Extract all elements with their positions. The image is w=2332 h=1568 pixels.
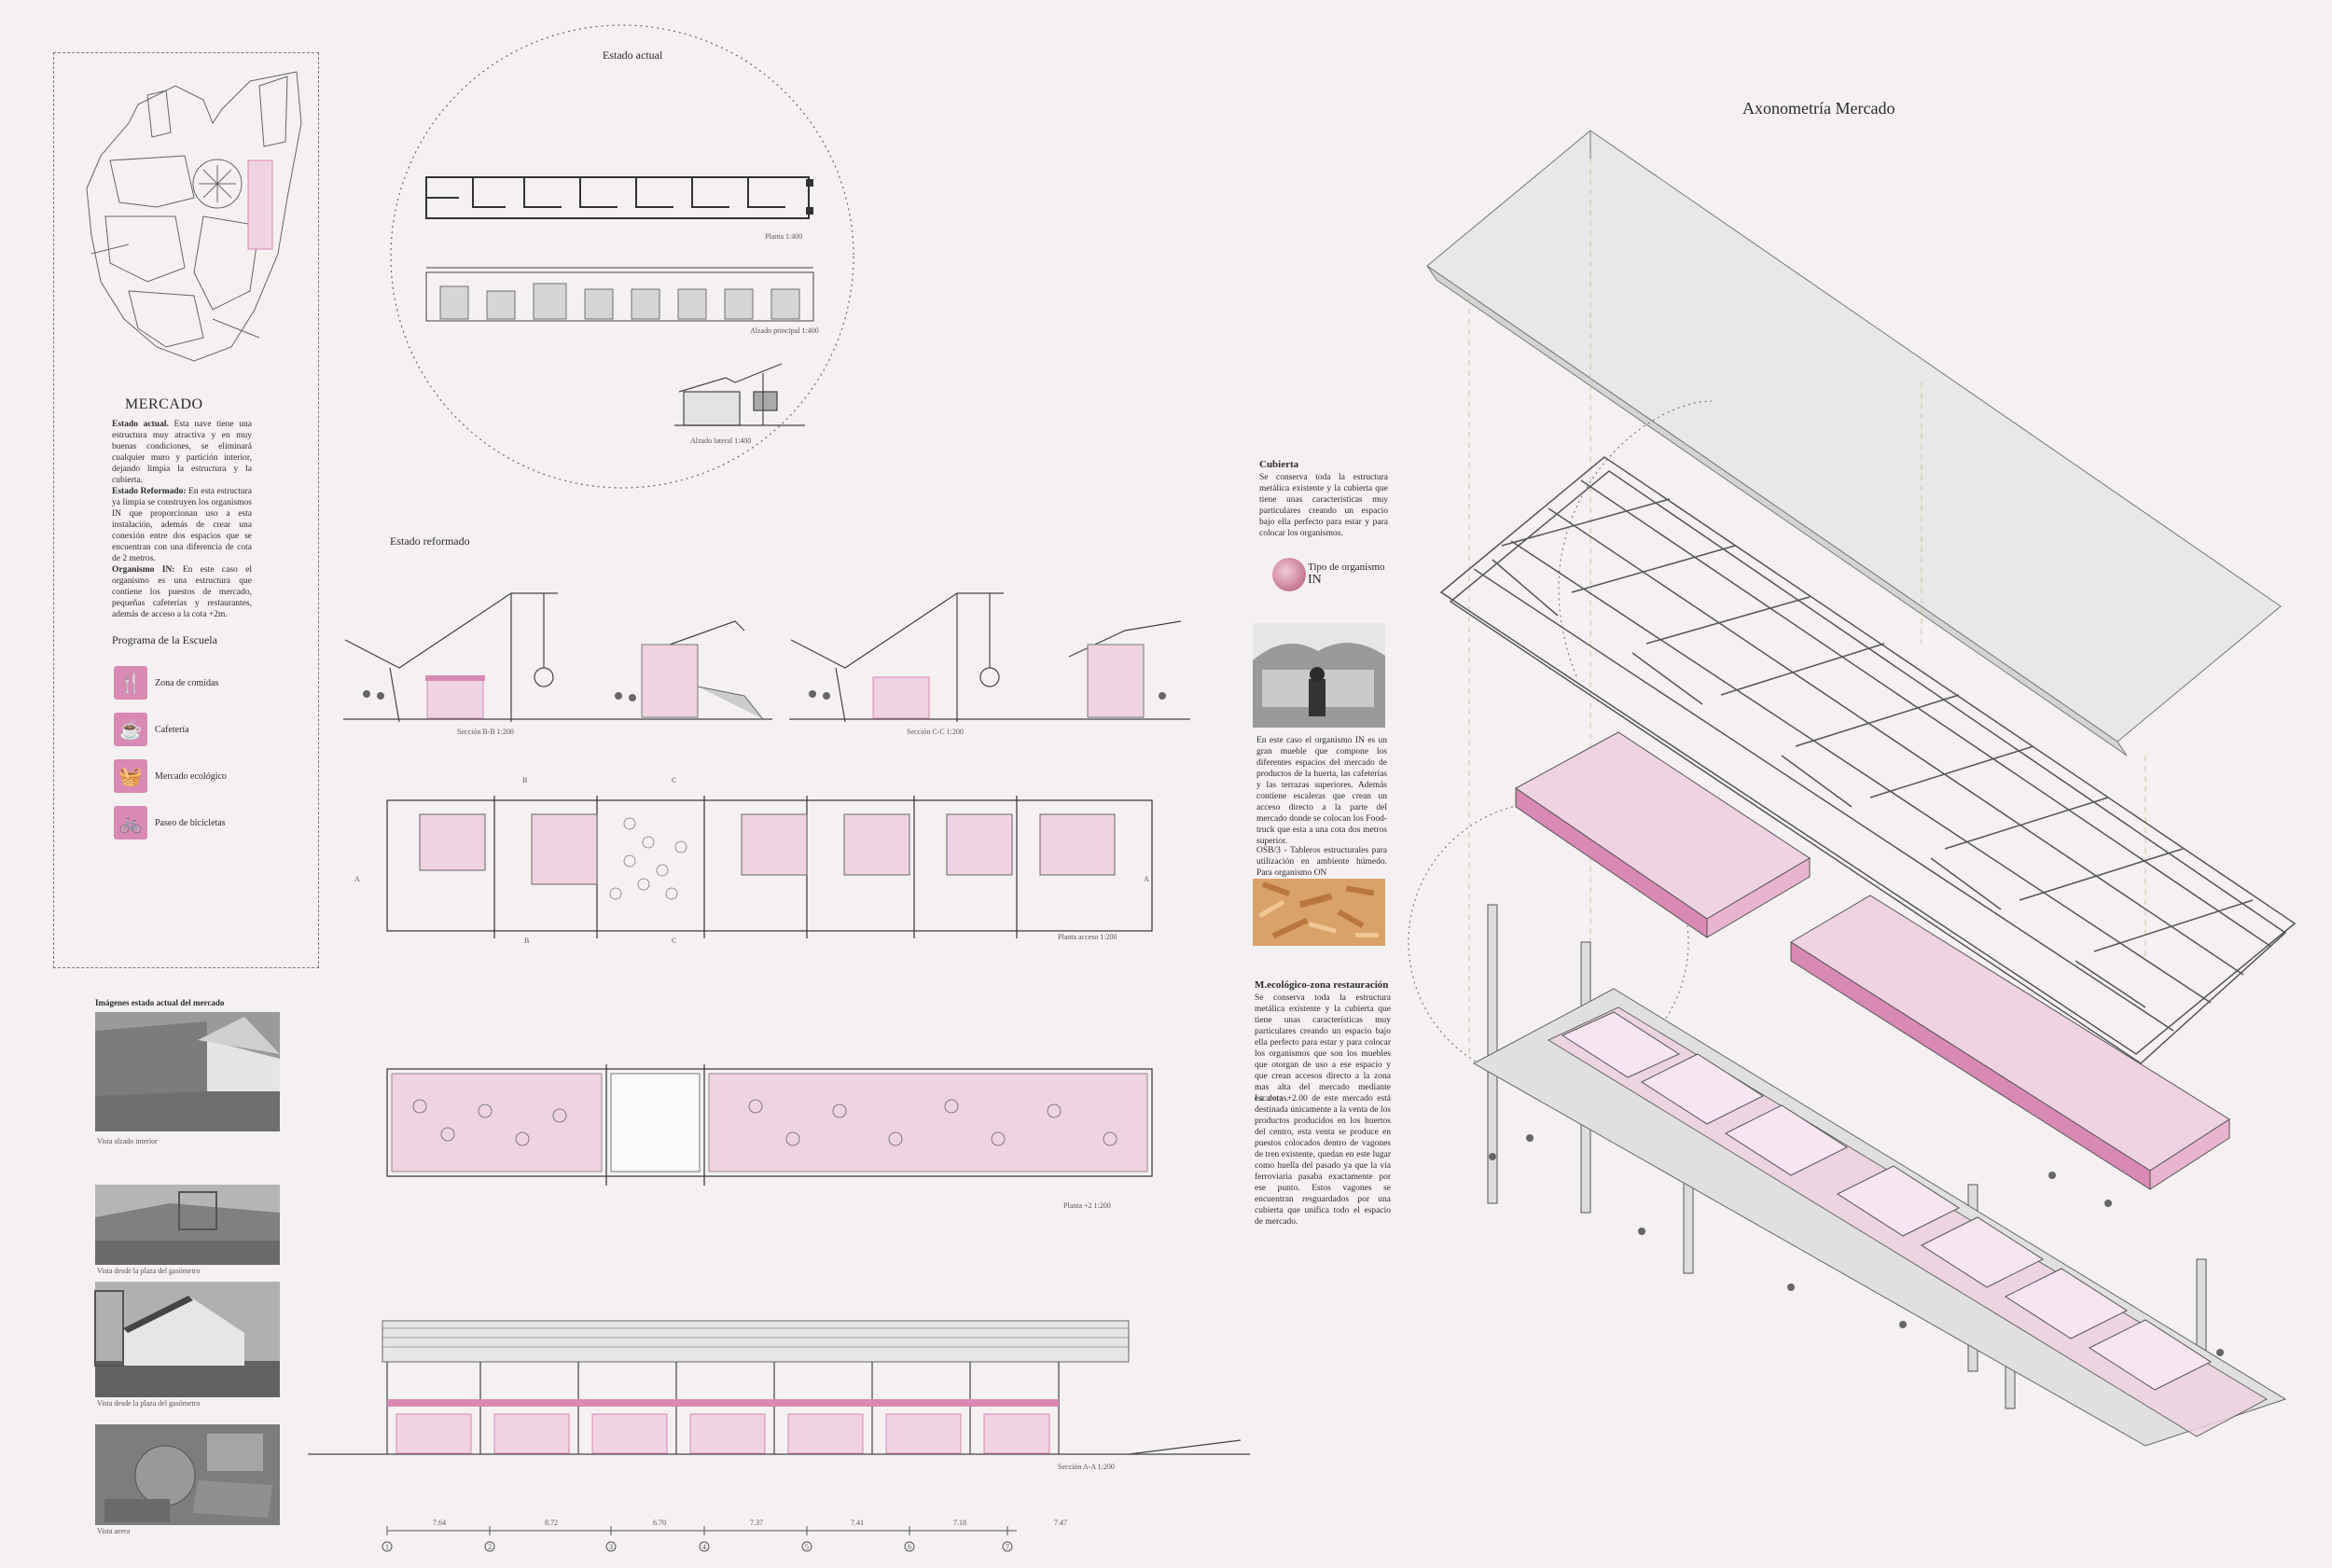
- upper-organism-right: [1790, 895, 2230, 1190]
- axis-label: 7: [1006, 1543, 1009, 1551]
- estado-actual-title: Estado actual: [603, 49, 663, 62]
- photo-interior: [95, 1012, 280, 1131]
- upper-organism-left: [1515, 731, 1811, 938]
- site-plan-map: [86, 71, 302, 362]
- estado-reformado-text: En esta estructura ya limpia se construy…: [112, 487, 252, 563]
- planta-2-drawing: [386, 1064, 1153, 1186]
- photo-caption: Vista alzado interior: [97, 1137, 158, 1145]
- dim-value: 6.70: [653, 1519, 666, 1527]
- cubierta-title: Cubierta: [1259, 459, 1299, 470]
- photo-caption: Vista desde la plaza del gasómetro: [97, 1399, 201, 1408]
- seccion-aa-caption: Sección A-A 1:200: [1058, 1463, 1115, 1471]
- photo-plaza-1: [95, 1185, 280, 1265]
- programa-list: 🍴 Zona de comidas ☕ Cafetería 🧺 Mercado …: [114, 659, 300, 846]
- programa-label: Cafetería: [155, 724, 189, 735]
- programa-item-paseo-bicicletas: 🚲 Paseo de bicicletas: [114, 799, 300, 846]
- estado-reformado-title: Estado reformado: [390, 534, 470, 548]
- alzado-lateral: [674, 363, 805, 426]
- axis-label: 1: [385, 1543, 389, 1551]
- dim-value: 7.41: [851, 1519, 864, 1527]
- estado-actual-label: Estado actual.: [112, 420, 169, 429]
- photo-aerial: [95, 1424, 280, 1525]
- photo-caption: Vista desde la plaza del gasómetro: [97, 1267, 201, 1275]
- programa-item-cafeteria: ☕ Cafetería: [114, 706, 300, 753]
- coffee-cup-icon: ☕: [114, 713, 147, 746]
- axonometria-title: Axonometría Mercado: [1742, 99, 1895, 118]
- cut-label-a-right: A: [1144, 875, 1149, 883]
- photo-plaza-2: [94, 1282, 280, 1397]
- cut-label-c-top: C: [672, 776, 677, 784]
- images-title: Imágenes estado actual del mercado: [95, 998, 225, 1007]
- organismo-in-label: Organismo IN:: [112, 565, 175, 575]
- organismo-label: IN: [1308, 573, 1322, 587]
- planta-acceso-drawing: [386, 796, 1153, 938]
- cut-label-a-left: A: [354, 875, 360, 883]
- programa-label: Zona de comidas: [155, 677, 219, 688]
- dim-value: 7.18: [953, 1519, 966, 1527]
- programa-item-mercado-ecologico: 🧺 Mercado ecológico: [114, 753, 300, 799]
- market-basket-icon: 🧺: [114, 759, 147, 793]
- panel-title: MERCADO: [125, 396, 203, 412]
- osb-text: OSB/3 - Tableros estructurales para util…: [1256, 846, 1387, 878]
- programa-title: Programa de la Escuela: [112, 633, 217, 646]
- planta-caption: Planta 1:400: [765, 232, 803, 241]
- alzado-principal-caption: Alzado principal 1:400: [750, 326, 819, 335]
- planta-acceso-caption: Planta acceso 1:200: [1058, 933, 1117, 941]
- dim-value: 8.72: [545, 1519, 558, 1527]
- bicycle-icon: 🚲: [114, 806, 147, 840]
- dim-value: 7.64: [433, 1519, 446, 1527]
- axis-label: 4: [702, 1543, 706, 1551]
- cut-label-b-bottom: B: [524, 937, 530, 945]
- organismo-title: Tipo de organismo: [1308, 562, 1385, 573]
- estado-reformado-label: Estado Reformado:: [112, 487, 187, 496]
- organismo-icon: [1272, 558, 1306, 591]
- planta-2-caption: Planta +2 1:200: [1063, 1201, 1111, 1210]
- axis-label: 5: [805, 1543, 809, 1551]
- programa-item-zona-comidas: 🍴 Zona de comidas: [114, 659, 300, 706]
- axis-label: 3: [609, 1543, 613, 1551]
- osb-texture: [1253, 879, 1385, 946]
- seccion-bb-caption: Sección B-B 1:200: [457, 728, 514, 736]
- seccion-bb-drawing: [343, 592, 772, 723]
- panel-description: Estado actual. Esta nave tiene una estru…: [112, 419, 252, 620]
- cut-label-b-top: B: [522, 776, 528, 784]
- organismo-text: En este caso el organismo IN es un gran …: [1256, 736, 1387, 846]
- alzado-lateral-caption: Alzado lateral 1:400: [690, 437, 752, 445]
- dimension-line: [382, 1526, 1017, 1552]
- roof-layer: [1426, 130, 2282, 756]
- estado-actual-text: Esta nave tiene una estructura muy atrac…: [112, 420, 252, 485]
- axonometria-drawing: [1408, 130, 2297, 1447]
- dim-value: 7.47: [1054, 1519, 1067, 1527]
- seccion-aa-drawing: [308, 1320, 1250, 1455]
- seccion-cc-caption: Sección C-C 1:200: [907, 728, 964, 736]
- organismo-render: [1253, 623, 1385, 728]
- photo-caption: Vista aerea: [97, 1527, 131, 1535]
- structure-layer: [1439, 456, 2297, 1064]
- utensils-icon: 🍴: [114, 666, 147, 700]
- mercado-eco-title: M.ecológico-zona restauración: [1255, 979, 1389, 991]
- axis-label: 6: [908, 1543, 911, 1551]
- left-info-panel: MERCADO Estado actual. Esta nave tiene u…: [53, 52, 319, 968]
- estado-actual-circle: [390, 24, 854, 489]
- dim-value: 7.37: [750, 1519, 763, 1527]
- alzado-principal: [425, 267, 814, 322]
- organismo-in-text: En este caso el organismo es una estruct…: [112, 565, 252, 619]
- axis-label: 2: [488, 1543, 492, 1551]
- cut-label-c-bottom: C: [672, 937, 677, 945]
- programa-label: Paseo de bicicletas: [155, 817, 226, 828]
- seccion-cc-drawing: [789, 592, 1190, 723]
- cubierta-text: Se conserva toda la estructura metálica …: [1259, 473, 1388, 538]
- programa-label: Mercado ecológico: [155, 770, 227, 782]
- estado-actual-planta: [425, 176, 813, 219]
- mercado-eco-text-2: La cota +2.00 de este mercado está desti…: [1255, 1094, 1391, 1227]
- mercado-eco-text-1: Se conserva toda la estructura metálica …: [1255, 993, 1391, 1103]
